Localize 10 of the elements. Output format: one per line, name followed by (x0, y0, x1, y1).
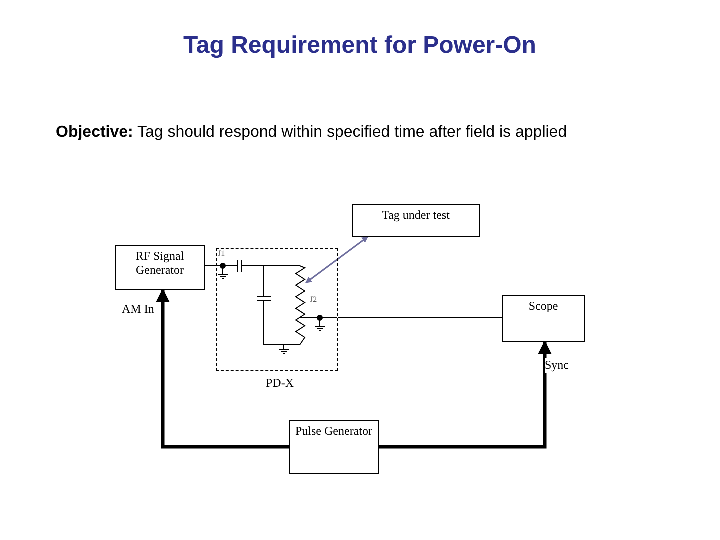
edge-label: Sync (545, 358, 569, 373)
instrument-box: Tag under test (352, 204, 480, 237)
connector-label: J2 (310, 295, 318, 304)
instrument-box: Scope (502, 295, 585, 342)
connector-label: J1 (218, 249, 226, 258)
objective-text: Objective: Tag should respond within specified time after field is applied (56, 124, 568, 142)
instrument-box: Pulse Generator (289, 420, 379, 474)
slide-title: Tag Requirement for Power-On (182, 32, 538, 60)
instrument-box: RF Signal Generator (115, 245, 205, 290)
enclosure-label: PD-X (266, 376, 294, 391)
